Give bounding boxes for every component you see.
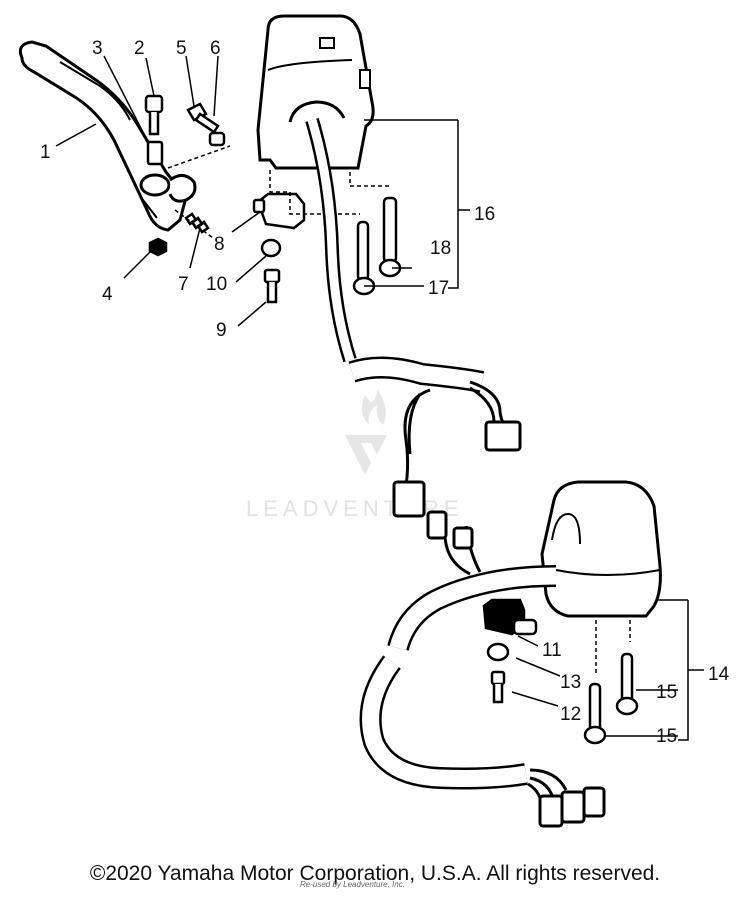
callout-13: 13 [560, 672, 581, 693]
callout-14: 14 [708, 664, 730, 685]
callout-9: 9 [216, 320, 227, 341]
small-credit: Re-used by Leadventure, Inc. [300, 880, 405, 889]
callout-8: 8 [214, 234, 225, 255]
callout-5: 5 [176, 38, 187, 59]
callout-16: 16 [474, 204, 495, 225]
callout-15a: 15 [656, 682, 677, 703]
clutch-lever-icon [18, 40, 197, 232]
callout-11: 11 [542, 640, 562, 661]
callout-17: 17 [428, 278, 449, 299]
screw-icon [482, 598, 639, 745]
callout-18: 18 [430, 238, 451, 259]
wire-harness-icon [359, 510, 606, 828]
copyright-notice: ©2020 Yamaha Motor Corporation, U.S.A. A… [89, 862, 661, 885]
callout-3: 3 [92, 38, 103, 59]
callout-10: 10 [206, 274, 227, 295]
handlebar-switch-icon [256, 14, 375, 170]
screw-icon [144, 94, 226, 257]
callout-2: 2 [134, 38, 145, 59]
callout-15b: 15 [656, 726, 677, 747]
leader-lines [55, 55, 704, 741]
callout-4: 4 [102, 284, 113, 305]
callout-7: 7 [178, 274, 189, 295]
wire-harness-icon [305, 117, 522, 518]
connector-icon [252, 192, 306, 304]
handlebar-switch-icon [540, 480, 662, 618]
screw-icon [352, 196, 402, 296]
watermark-logo-icon [345, 389, 387, 475]
callout-12: 12 [560, 704, 581, 725]
callout-6: 6 [210, 38, 221, 59]
callout-1: 1 [40, 142, 51, 163]
